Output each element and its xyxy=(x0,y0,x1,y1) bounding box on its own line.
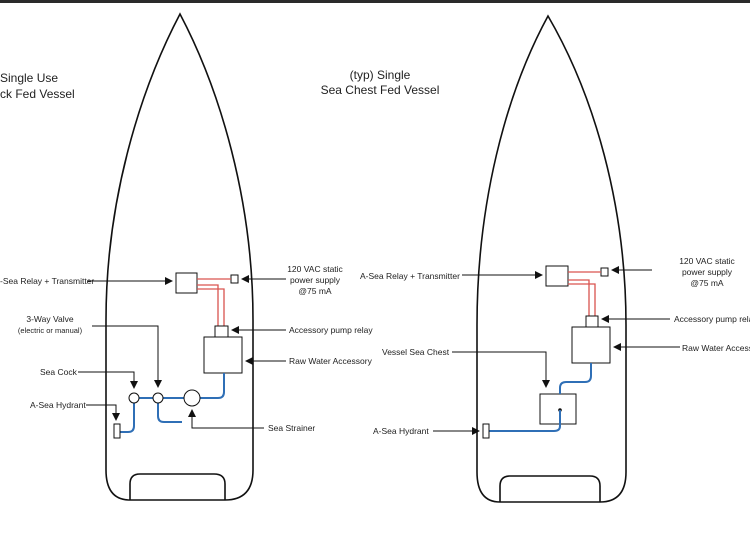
right-hydrant xyxy=(482,423,490,439)
left-title-line2: ck Fed Vessel xyxy=(0,87,75,101)
right-label-power-1: 120 VAC static xyxy=(679,256,735,266)
right-sea-chest-box xyxy=(539,393,577,425)
left-sea-cock xyxy=(128,392,140,404)
left-sea-strainer xyxy=(183,389,201,407)
left-relay-transmitter-box xyxy=(175,272,198,294)
right-label-sea-chest: Vessel Sea Chest xyxy=(382,347,450,357)
left-water-line-branch xyxy=(157,398,182,423)
right-relay-wire-b xyxy=(568,283,596,316)
right-raw-water-accessory-box xyxy=(571,326,611,364)
left-hull-outline xyxy=(105,12,254,501)
right-vessel: (typ) Single Sea Chest Fed Vessel xyxy=(321,14,750,503)
left-hydrant xyxy=(113,423,121,439)
right-water-line-accessory xyxy=(559,363,592,394)
right-pump-relay-box xyxy=(585,315,599,328)
left-label-power-1: 120 VAC static xyxy=(287,264,343,274)
right-arrow-sea-chest xyxy=(452,351,550,388)
right-title-line1: (typ) Single xyxy=(350,68,411,82)
right-relay-transmitter-box xyxy=(545,265,569,287)
right-label-pump-relay: Accessory pump rela xyxy=(674,314,750,324)
left-label-strainer: Sea Strainer xyxy=(268,423,315,433)
left-raw-water-accessory-box xyxy=(203,336,243,374)
left-vessel: Single Use ck Fed Vessel xyxy=(0,12,373,501)
left-label-valve-1: 3-Way Valve xyxy=(26,314,74,324)
left-water-line-main xyxy=(120,397,192,433)
right-label-power-2: power supply xyxy=(682,267,733,277)
left-label-sea-cock: Sea Cock xyxy=(40,367,78,377)
left-label-hydrant: A-Sea Hydrant xyxy=(30,400,86,410)
left-title-line1: Single Use xyxy=(0,71,58,85)
left-arrow-hydrant xyxy=(86,404,120,421)
right-hull-transom xyxy=(499,475,601,502)
right-label-raw-water: Raw Water Accesso xyxy=(682,343,750,353)
left-three-way-valve xyxy=(152,392,164,404)
right-power-supply-box xyxy=(600,267,609,277)
right-title-line2: Sea Chest Fed Vessel xyxy=(321,83,440,97)
left-relay-wire-a xyxy=(197,284,219,326)
left-arrow-valve xyxy=(92,325,162,388)
left-power-supply-box xyxy=(230,274,239,284)
left-label-relay: -Sea Relay + Transmitter xyxy=(0,276,94,286)
right-label-relay: A-Sea Relay + Transmitter xyxy=(360,271,460,281)
left-pump-relay-box xyxy=(214,325,229,338)
left-label-power-3: @75 mA xyxy=(298,286,332,296)
right-label-hydrant: A-Sea Hydrant xyxy=(373,426,429,436)
left-hull-transom xyxy=(129,473,226,500)
right-hull-outline xyxy=(476,14,627,503)
top-border xyxy=(0,0,750,3)
left-label-power-2: power supply xyxy=(290,275,341,285)
left-label-valve-2: (electric or manual) xyxy=(18,326,83,335)
left-label-pump-relay: Accessory pump relay xyxy=(289,325,373,335)
left-label-raw-water: Raw Water Accessory xyxy=(289,356,373,366)
left-arrow-strainer xyxy=(188,409,264,429)
right-relay-wire-a xyxy=(568,279,590,316)
right-water-line-hydrant xyxy=(488,410,561,432)
left-relay-wire-b xyxy=(197,288,225,326)
left-water-line-up xyxy=(200,373,225,399)
right-label-power-3: @75 mA xyxy=(690,278,724,288)
left-arrow-sea-cock xyxy=(78,371,138,389)
